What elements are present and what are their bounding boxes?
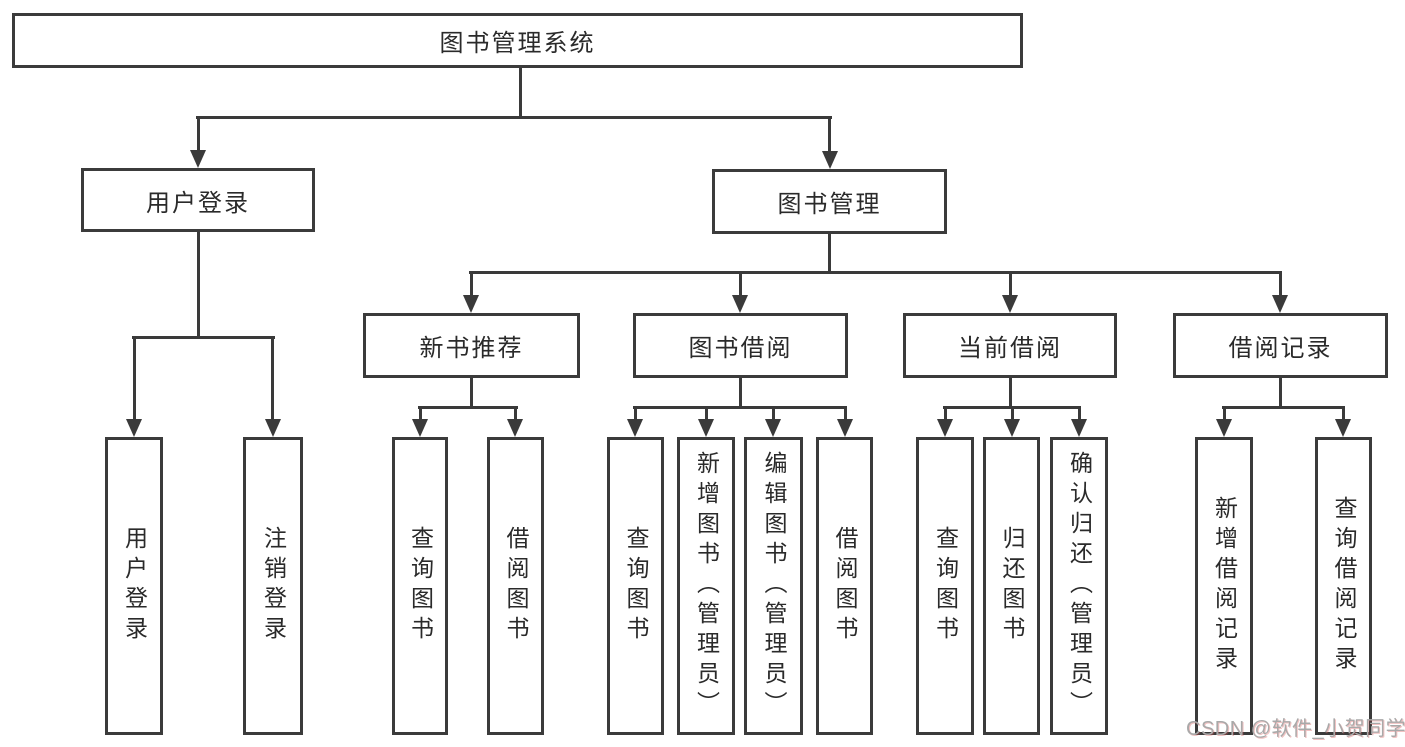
arrowhead-br-add xyxy=(1216,419,1232,437)
leaf-user-login: 用户登录 xyxy=(105,437,163,735)
arrowhead-bb-edit xyxy=(765,419,781,437)
node-user-login: 用户登录 xyxy=(81,168,315,232)
leaf-add-borrow-record-label: 新增借阅记录 xyxy=(1211,496,1238,676)
leaf-confirm-return-admin-label: 确认归还（管理员） xyxy=(1066,451,1093,721)
connector-drop-new-book xyxy=(470,271,473,297)
connector-drop-book-management xyxy=(828,116,831,152)
leaf-query-borrow-record-label: 查询借阅记录 xyxy=(1331,496,1357,676)
arrowhead-leaf-logout xyxy=(265,419,281,437)
arrowhead-nb-borrow xyxy=(507,419,523,437)
connector-drop-cb-query xyxy=(944,406,947,419)
arrowhead-bb-query xyxy=(627,419,643,437)
connector-user-login-split xyxy=(132,336,275,339)
connector-drop-br-add xyxy=(1223,406,1226,419)
leaf-return-book: 归还图书 xyxy=(983,437,1040,735)
leaf-add-borrow-record: 新增借阅记录 xyxy=(1195,437,1253,735)
connector-drop-bb-borrow xyxy=(844,406,847,419)
connector-borrow-records-stem xyxy=(1279,377,1282,406)
leaf-query-books-current-label: 查询图书 xyxy=(932,526,959,646)
connector-drop-nb-borrow xyxy=(514,406,517,419)
connector-drop-nb-query xyxy=(419,406,422,419)
arrowhead-bb-add xyxy=(698,419,714,437)
connector-drop-current-borrow xyxy=(1009,271,1012,297)
leaf-add-book-admin: 新增图书（管理员） xyxy=(677,437,735,735)
leaf-edit-book-admin: 编辑图书（管理员） xyxy=(744,437,803,735)
connector-drop-leaf-user-login xyxy=(133,336,136,419)
node-library-management-system: 图书管理系统 xyxy=(12,13,1023,68)
arrowhead-cb-return xyxy=(1004,419,1020,437)
connector-root-stem xyxy=(519,68,522,116)
connector-drop-bb-add xyxy=(705,406,708,419)
node-current-borrow: 当前借阅 xyxy=(903,313,1117,378)
connector-current-borrow-stem xyxy=(1009,378,1012,406)
arrowhead-book-borrow xyxy=(732,295,748,313)
leaf-logout: 注销登录 xyxy=(243,437,303,735)
arrowhead-cb-confirm xyxy=(1071,419,1087,437)
arrowhead-user-login xyxy=(190,150,206,168)
connector-drop-book-borrow xyxy=(739,271,742,297)
arrowhead-nb-query xyxy=(412,419,428,437)
leaf-borrow-books-label: 借阅图书 xyxy=(832,526,858,646)
arrowhead-leaf-user-login xyxy=(126,419,142,437)
connector-drop-br-query xyxy=(1342,406,1345,419)
connector-user-login-stem xyxy=(197,232,200,336)
connector-drop-bb-query xyxy=(634,406,637,419)
connector-new-book-split xyxy=(418,406,518,409)
arrowhead-book-management xyxy=(822,151,838,169)
connector-root-split xyxy=(196,116,832,119)
arrowhead-bb-borrow xyxy=(837,419,853,437)
leaf-query-books-borrow-label: 查询图书 xyxy=(623,526,649,646)
connector-book-borrow-stem xyxy=(739,378,742,406)
connector-borrow-records-split xyxy=(1222,406,1345,409)
node-book-management: 图书管理 xyxy=(712,169,947,234)
connector-book-management-stem xyxy=(828,234,831,271)
leaf-confirm-return-admin: 确认归还（管理员） xyxy=(1050,437,1108,735)
leaf-query-books-borrow: 查询图书 xyxy=(607,437,664,735)
connector-drop-leaf-logout xyxy=(271,336,274,419)
leaf-edit-book-admin-label: 编辑图书（管理员） xyxy=(761,451,787,721)
connector-new-book-stem xyxy=(470,378,473,406)
leaf-borrow-books-recommend: 借阅图书 xyxy=(487,437,544,735)
leaf-return-book-label: 归还图书 xyxy=(999,526,1025,646)
arrowhead-br-query xyxy=(1335,419,1351,437)
leaf-borrow-books-recommend-label: 借阅图书 xyxy=(503,526,529,646)
leaf-user-login-label: 用户登录 xyxy=(121,526,148,646)
arrowhead-new-book xyxy=(463,295,479,313)
arrowhead-cb-query xyxy=(937,419,953,437)
connector-drop-user-login xyxy=(197,116,200,152)
leaf-query-books-recommend: 查询图书 xyxy=(392,437,448,735)
node-borrow-records: 借阅记录 xyxy=(1173,313,1388,378)
connector-drop-cb-confirm xyxy=(1078,406,1081,419)
node-new-book-recommend: 新书推荐 xyxy=(363,313,580,378)
csdn-watermark: CSDN @软件_小贺同学 xyxy=(1186,718,1405,740)
connector-drop-bb-edit xyxy=(772,406,775,419)
leaf-add-book-admin-label: 新增图书（管理员） xyxy=(693,451,720,721)
leaf-query-books-recommend-label: 查询图书 xyxy=(407,526,434,646)
connector-drop-borrow-records xyxy=(1279,271,1282,297)
arrowhead-borrow-records xyxy=(1272,295,1288,313)
connector-book-management-split xyxy=(469,271,1282,274)
connector-book-borrow-split xyxy=(633,406,847,409)
leaf-logout-label: 注销登录 xyxy=(260,526,287,646)
arrowhead-current-borrow xyxy=(1002,295,1018,313)
leaf-borrow-books: 借阅图书 xyxy=(816,437,873,735)
leaf-query-borrow-record: 查询借阅记录 xyxy=(1315,437,1372,735)
node-book-borrow: 图书借阅 xyxy=(633,313,848,378)
leaf-query-books-current: 查询图书 xyxy=(916,437,974,735)
connector-drop-cb-return xyxy=(1011,406,1014,419)
